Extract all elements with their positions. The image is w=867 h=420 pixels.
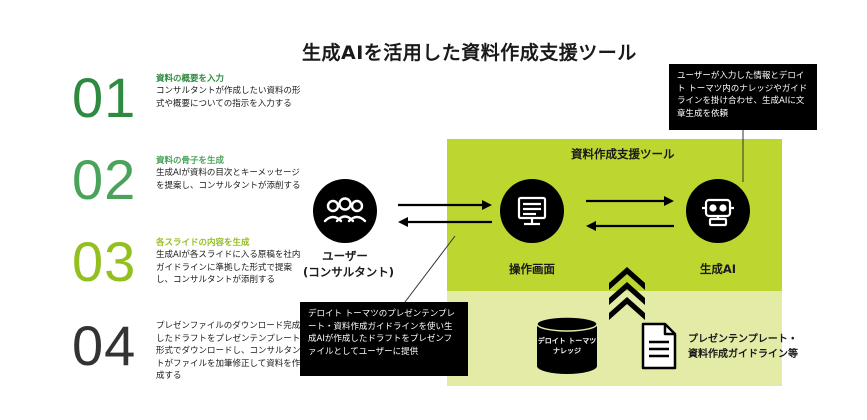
step-02: 02 資料の骨子を生成 生成AIが資料の目次とキーメッセージを提案し、コンサルタ… [72, 152, 312, 232]
user-label-line2: (コンサルタント) [303, 265, 395, 279]
step-number: 02 [72, 148, 137, 211]
step-description: 生成AIが各スライドに入る原稿を社内ガイドラインに準拠した形式で提案し、コンサル… [156, 250, 301, 285]
step-number: 01 [72, 66, 137, 129]
document-icon [641, 322, 677, 370]
document-label-line1: プレゼンテンプレート・ [688, 334, 798, 345]
step-04: 04 プレゼンファイルのダウンロード完成したドラフトをプレゼンテンプレート形式で… [72, 318, 312, 398]
callout-draft-output: デロイト トーマツのプレゼンテンプレート・資料作成ガイドラインを使い生成AIが作… [300, 302, 468, 376]
screen-icon [500, 179, 564, 243]
callout-ai-request: ユーザーが入力した情報とデロイト トーマツ内のナレッジやガイドラインを掛け合わせ… [669, 64, 817, 130]
step-number: 04 [72, 314, 137, 377]
user-label: ユーザー (コンサルタント) [303, 248, 395, 280]
step-description: コンサルタントが作成したい資料の形式や概要についての指示を入力する [156, 86, 301, 109]
knowledge-area [447, 291, 782, 386]
robot-icon [686, 179, 750, 243]
step-01: 01 資料の概要を入力 コンサルタントが作成したい資料の形式や概要についての指示… [72, 70, 312, 150]
user-label-line1: ユーザー [322, 249, 368, 263]
step-heading: 各スライドの内容を生成 [156, 238, 250, 248]
page-title: 生成AIを活用した資料作成支援ツール [302, 42, 637, 64]
database-icon [536, 316, 598, 374]
step-number: 03 [72, 230, 137, 293]
database-label-line2: ナレッジ [553, 347, 581, 355]
step-heading: 資料の骨子を生成 [156, 156, 225, 166]
database-label-line1: デロイト トーマツ [537, 337, 597, 345]
user-icon [313, 179, 377, 243]
document-label-line2: 資料作成ガイドライン等 [688, 349, 798, 360]
step-description: プレゼンファイルのダウンロード完成したドラフトをプレゼンテンプレート形式でダウン… [156, 321, 301, 381]
screen-label: 操作画面 [509, 262, 555, 276]
document-label: プレゼンテンプレート・ 資料作成ガイドライン等 [688, 332, 798, 362]
chevron-up-icon [609, 267, 645, 320]
step-description: 生成AIが資料の目次とキーメッセージを提案し、コンサルタントが添削する [156, 168, 301, 191]
tool-title: 資料作成支援ツール [571, 147, 675, 161]
database-label: デロイト トーマツ ナレッジ [537, 336, 597, 356]
step-heading: 資料の概要を入力 [156, 74, 225, 84]
step-03: 03 各スライドの内容を生成 生成AIが各スライドに入る原稿を社内ガイドラインに… [72, 234, 312, 314]
ai-label: 生成AI [699, 262, 737, 276]
